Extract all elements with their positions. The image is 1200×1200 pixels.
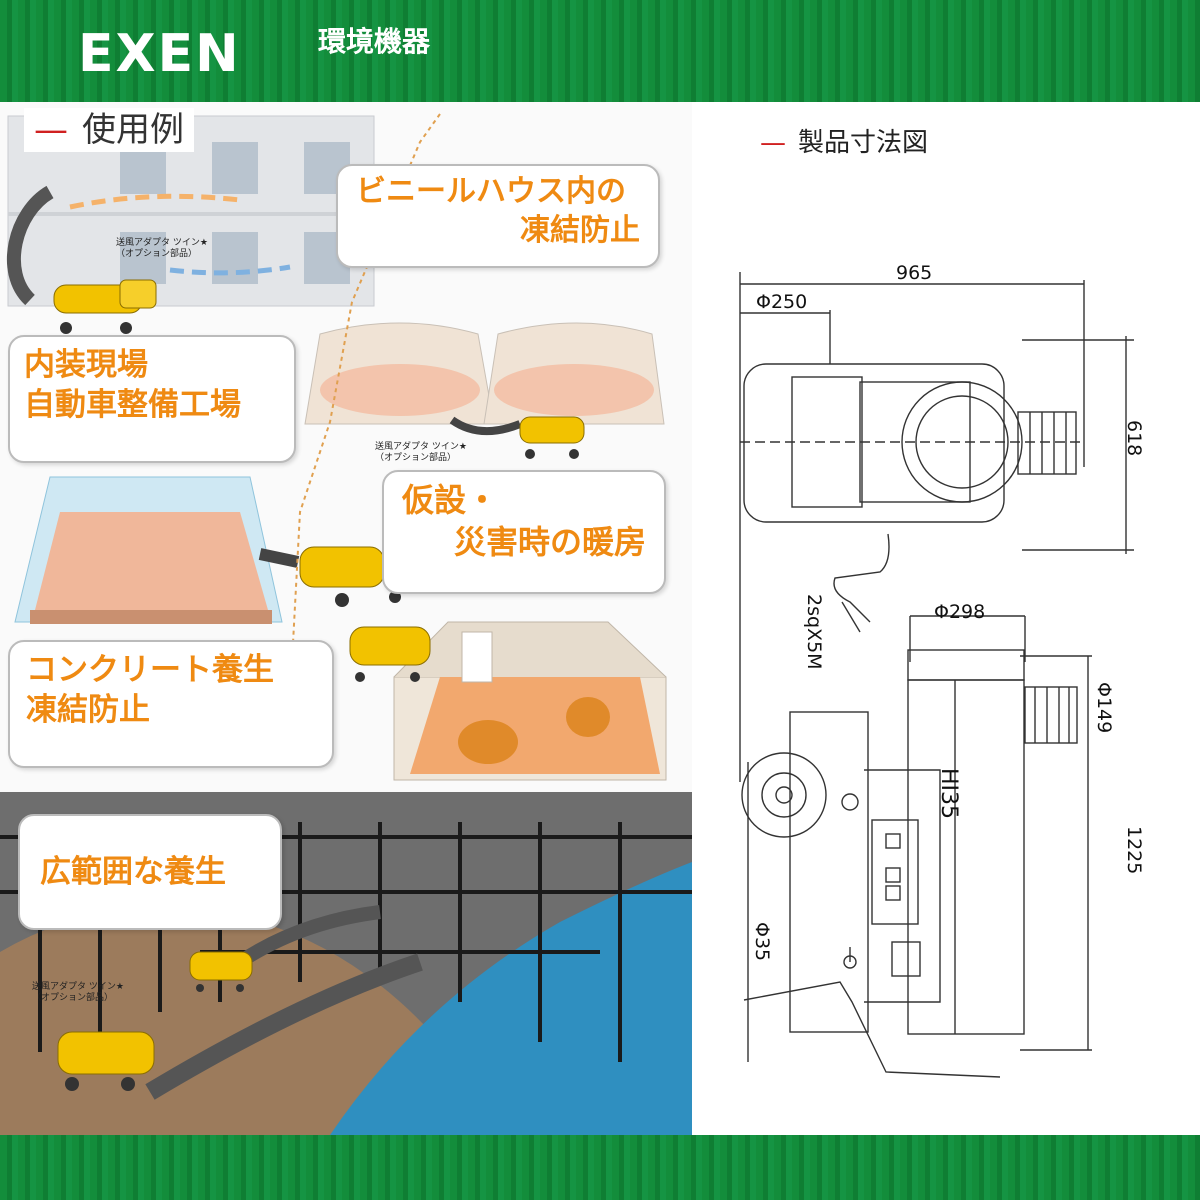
bubble-interior: 内装現場 自動車整備工場 — [8, 335, 296, 463]
dim-depth: 618 — [1123, 420, 1145, 456]
option-note-line1: 送風アダプタ ツイン★ — [116, 238, 208, 248]
dimension-drawing: 965 Φ250 Φ298 618 Φ149 1225 2sqX5M Φ35 H… — [739, 262, 1145, 1078]
bubble-wide-area-line1: 広範囲な養生 — [40, 853, 226, 890]
dim-outlet-dia: Φ250 — [756, 291, 807, 313]
dim-outlet-side-dia: Φ149 — [1093, 682, 1115, 733]
bubble-temporary-line1: 仮設・ — [402, 481, 499, 519]
usage-examples-panel: — 使用例 送風アダプタ ツイン★ （オプション部品） 送風アダプタ ツイン★ （… — [0, 102, 692, 1135]
option-note-site: 送風アダプタ ツイン★ （オプション部品） — [32, 982, 124, 1004]
dim-cable: 2sqX5M — [803, 594, 825, 670]
bubble-concrete-line2: 凍結防止 — [26, 692, 150, 729]
bubble-interior-line1: 内装現場 — [24, 347, 148, 383]
usage-label-text: 使用例 — [82, 110, 184, 150]
header-bar: EXEN 環境機器 — [0, 0, 1200, 102]
brand-logo[interactable]: EXEN — [78, 24, 241, 84]
usage-section-label: — 使用例 — [24, 108, 194, 152]
option-note-line2: （オプション部品） — [32, 993, 114, 1003]
bubble-concrete: コンクリート養生 凍結防止 — [8, 640, 334, 768]
bubble-concrete-line1: コンクリート養生 — [26, 652, 274, 688]
option-note-greenhouse: 送風アダプタ ツイン★ （オプション部品） — [375, 442, 467, 464]
dim-width: 965 — [896, 262, 932, 284]
option-note-line2: （オプション部品） — [116, 249, 198, 259]
bubble-greenhouse-line2: 凍結防止 — [520, 213, 640, 248]
bubble-greenhouse-line1: ビニールハウス内の — [356, 174, 626, 209]
category-title: 環境機器 — [318, 25, 431, 58]
dimensions-label-text: 製品寸法図 — [798, 128, 929, 158]
footer-bar — [0, 1135, 1200, 1200]
option-note-line1: 送風アダプタ ツイン★ — [375, 442, 467, 452]
dim-height: 1225 — [1123, 826, 1145, 874]
bubble-interior-line2: 自動車整備工場 — [24, 387, 241, 424]
dimensions-section-label: — 製品寸法図 — [760, 122, 928, 159]
red-dash-icon: — — [760, 128, 786, 158]
dim-pipe-dia: Φ35 — [751, 922, 773, 961]
option-note-building: 送風アダプタ ツイン★ （オプション部品） — [116, 238, 208, 260]
red-dash-icon: — — [34, 110, 68, 150]
model-label: HI35 — [936, 768, 961, 819]
bubble-temporary: 仮設・ 災害時の暖房 — [382, 470, 666, 594]
bubble-wide-area: 広範囲な養生 — [18, 814, 282, 930]
option-note-line1: 送風アダプタ ツイン★ — [32, 982, 124, 992]
option-note-line2: （オプション部品） — [375, 453, 457, 463]
bubble-temporary-line2: 災害時の暖房 — [453, 522, 646, 561]
dim-duct-dia: Φ298 — [934, 601, 985, 623]
bubble-greenhouse: ビニールハウス内の 凍結防止 — [336, 164, 660, 268]
